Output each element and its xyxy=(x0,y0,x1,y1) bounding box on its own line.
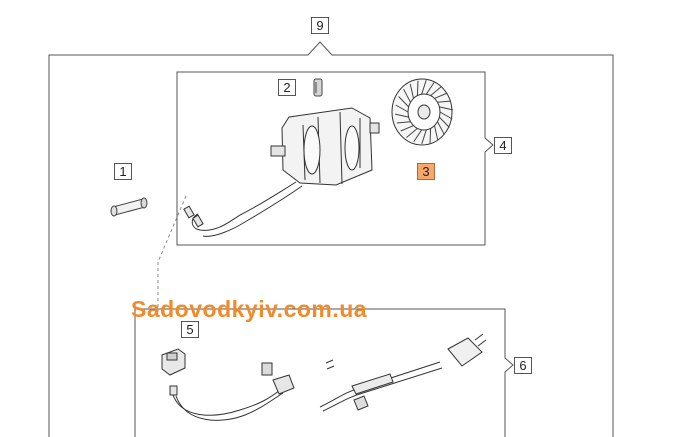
small-clip xyxy=(325,359,335,370)
harness-terminal xyxy=(169,385,178,396)
callout-9: 9 xyxy=(311,17,329,34)
part-5-switch xyxy=(161,348,186,376)
harness-plug-small xyxy=(261,362,273,376)
fan-blade xyxy=(434,92,448,99)
fan-blade xyxy=(425,81,435,95)
fan-blade xyxy=(396,121,411,124)
fan-blade xyxy=(429,128,432,144)
callout-3: 3 xyxy=(417,163,435,180)
fan-blade xyxy=(421,79,427,95)
fan-blade xyxy=(400,125,414,132)
fan-blades xyxy=(394,79,454,145)
part-1-bushing xyxy=(110,197,148,217)
fan-blade xyxy=(439,106,454,111)
cord-sleeve xyxy=(351,373,394,395)
motor-wire-loop xyxy=(191,181,297,231)
fan-blade xyxy=(437,121,445,136)
fan-blade xyxy=(409,83,414,99)
dashed-leader-a xyxy=(157,195,187,263)
cable-group-box xyxy=(134,308,514,437)
fan-blade xyxy=(439,116,450,128)
switch-harness-wire xyxy=(171,389,281,416)
power-plug xyxy=(447,337,483,367)
fan-blade xyxy=(416,80,419,96)
harness-connector xyxy=(272,374,295,395)
strain-relief xyxy=(353,395,369,411)
fan-blade xyxy=(394,113,409,118)
motor-wire-loop-2 xyxy=(202,185,303,237)
assembly-frame-9 xyxy=(48,41,614,437)
part-3-fan xyxy=(391,78,454,146)
fan-blade xyxy=(395,104,409,113)
fan-blade xyxy=(430,86,442,96)
callout-4: 4 xyxy=(494,137,512,154)
fan-blade xyxy=(398,96,409,108)
callout-1: 1 xyxy=(114,163,132,180)
switch-harness-wire-2 xyxy=(175,392,284,421)
part-2-carbon-brush xyxy=(313,78,323,97)
fan-blade xyxy=(421,129,427,145)
fan-blade xyxy=(403,88,411,103)
callout-6: 6 xyxy=(514,357,532,374)
fan-blade xyxy=(439,111,453,120)
fan-blade xyxy=(413,129,423,143)
plug-pin-a xyxy=(474,333,484,341)
motor-body xyxy=(270,107,380,186)
plug-pin-b xyxy=(477,339,487,347)
motor-wire-terminal-a xyxy=(183,205,195,219)
watermark-text: Sadovodkyiv.com.ua xyxy=(131,296,368,322)
callout-5: 5 xyxy=(181,321,199,338)
fan-blade xyxy=(437,100,452,103)
callout-2: 2 xyxy=(278,79,296,96)
fan-blade xyxy=(434,125,439,141)
power-cord-2 xyxy=(322,367,443,412)
motor-group-box xyxy=(176,71,494,246)
motor-wire-terminal-b xyxy=(192,214,204,228)
fan-blade xyxy=(406,128,418,138)
